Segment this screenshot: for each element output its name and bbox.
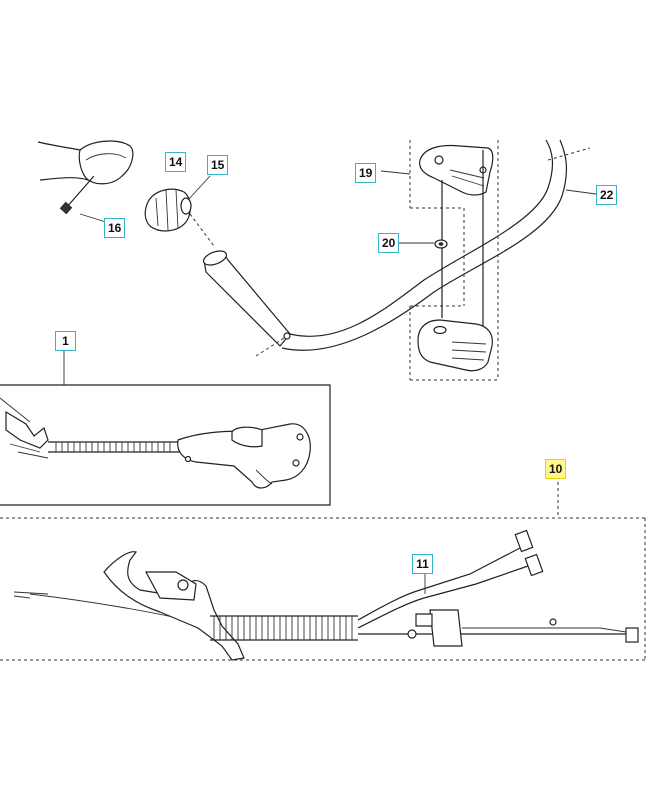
clamp-frame: [380, 140, 499, 381]
handle-grip-part: [37, 140, 134, 185]
loop-handle-part: [281, 139, 597, 351]
callout-15: 15: [207, 155, 229, 175]
washer-part: [397, 239, 448, 249]
bolt-part: [59, 175, 107, 223]
callout-16: 16: [104, 218, 126, 238]
knob-part: [144, 175, 215, 247]
lower-clamp-part: [417, 319, 493, 372]
callout-10: 10: [545, 459, 567, 479]
upper-clamp-part: [419, 144, 494, 350]
callout-11: 11: [412, 554, 433, 574]
callout-19: 19: [355, 163, 377, 183]
callout-22: 22: [596, 185, 618, 205]
callout-1: 1: [55, 331, 76, 351]
assembly-10-frame: [0, 482, 646, 661]
callout-14: 14: [165, 152, 187, 172]
assembly-1-box: [0, 350, 331, 506]
callout-20: 20: [378, 233, 400, 253]
handle-tube-part: [202, 250, 291, 357]
throttle-cable-assembly: [13, 529, 639, 661]
throttle-handle-assembly: [0, 397, 311, 489]
